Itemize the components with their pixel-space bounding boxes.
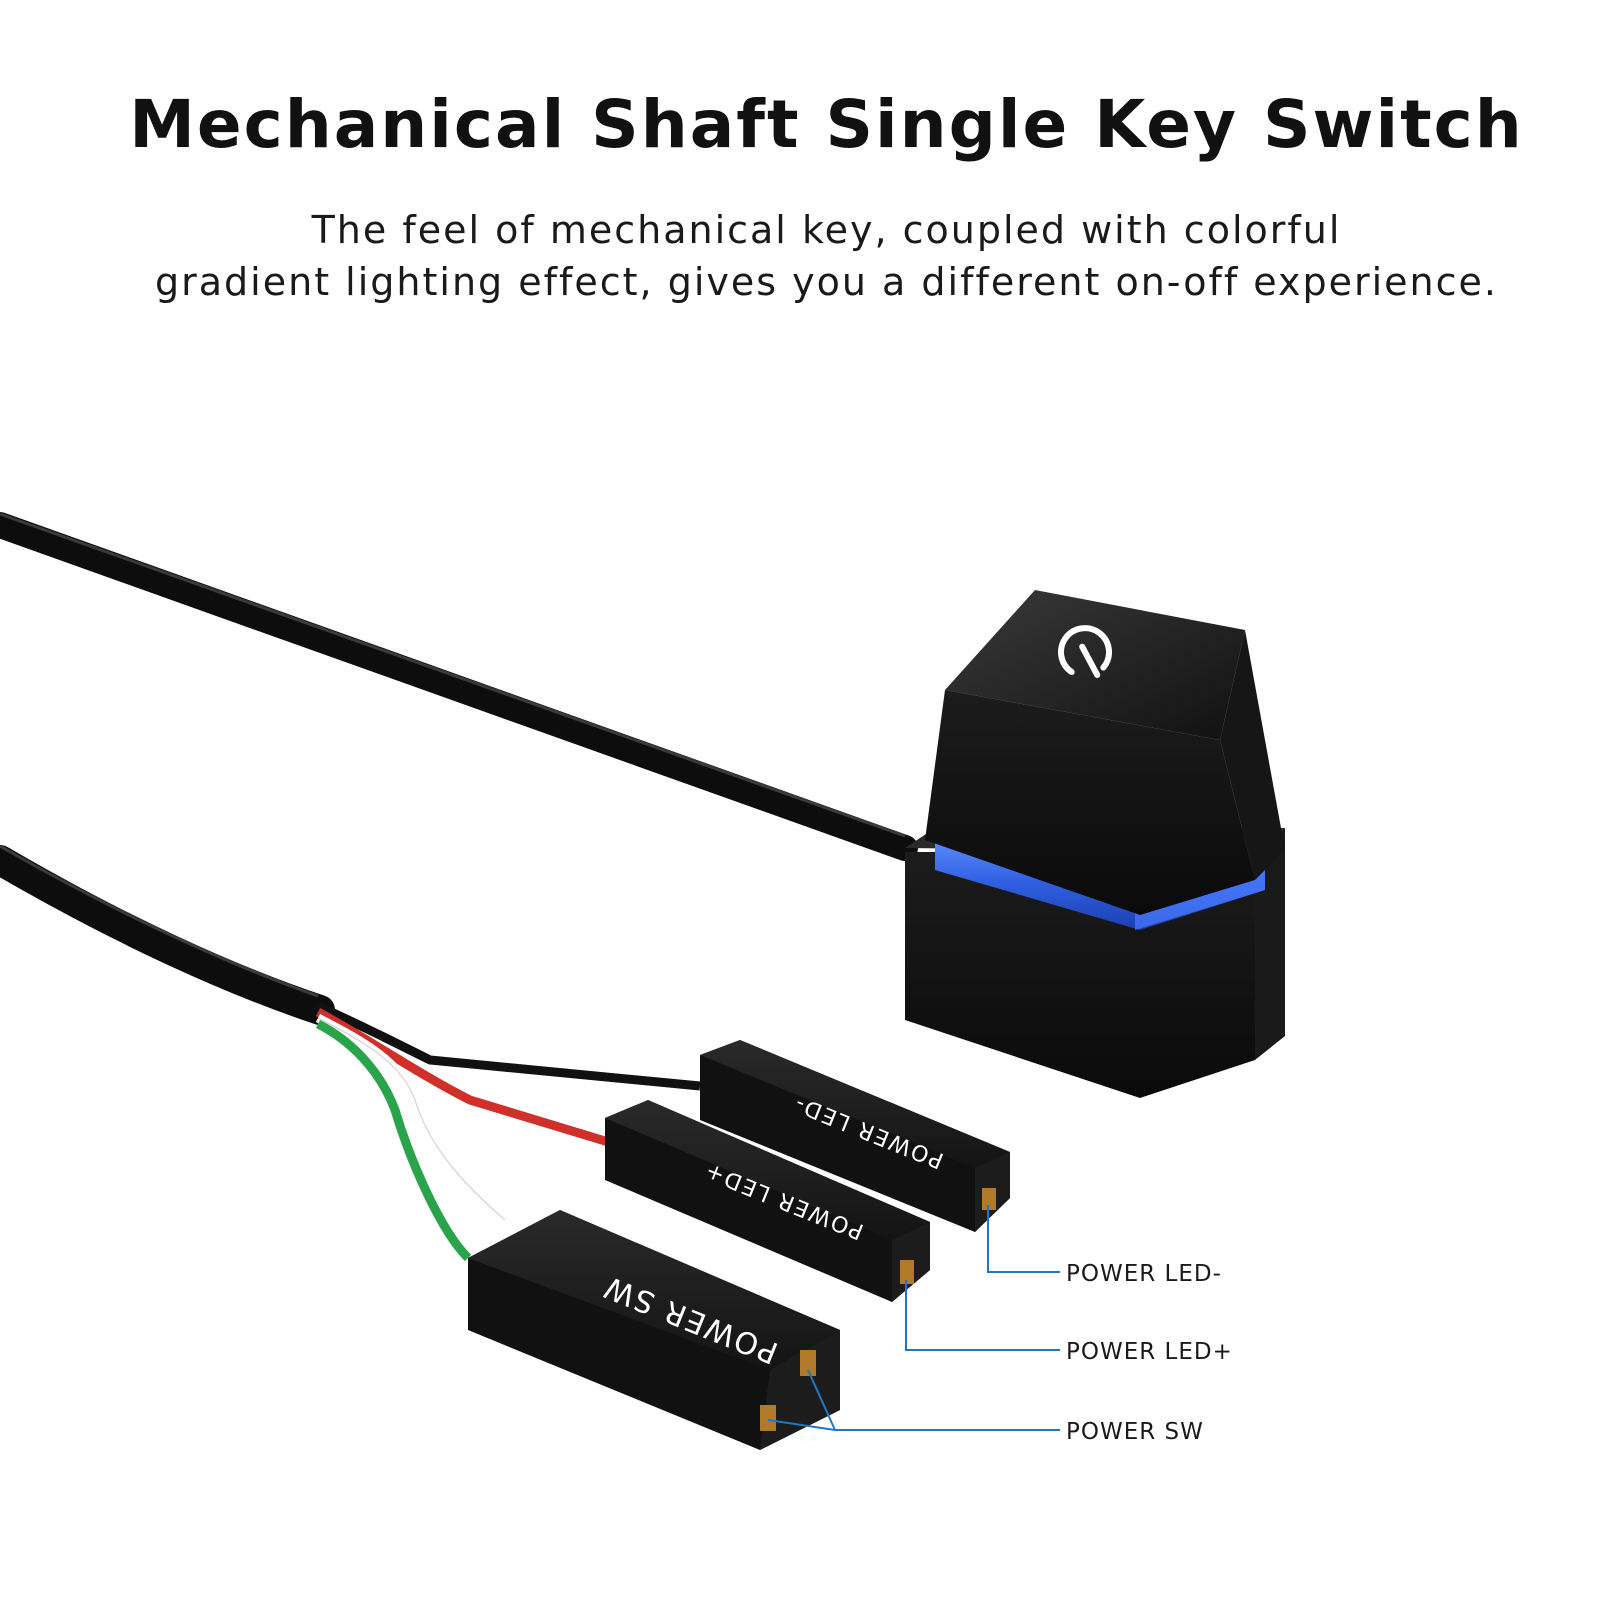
- switch-body: [905, 590, 1285, 1098]
- subtitle-line-1: The feel of mechanical key, coupled with…: [311, 208, 1342, 252]
- subtitle-line-2: gradient lighting effect, gives you a di…: [155, 260, 1498, 304]
- connector-led-minus: POWER LED-: [700, 1040, 1010, 1232]
- pin-led-minus: [982, 1188, 996, 1210]
- callout-led-minus: POWER LED-: [1066, 1261, 1222, 1287]
- power-icon: [1058, 625, 1112, 678]
- connector-led-plus: POWER LED+: [605, 1100, 930, 1302]
- callout-sw: POWER SW: [1066, 1419, 1204, 1445]
- callout-led-plus: POWER LED+: [1066, 1339, 1233, 1365]
- lower-cable: [0, 844, 335, 1025]
- wire-bundle: [315, 1001, 701, 1262]
- pin-sw-1: [800, 1350, 816, 1376]
- wire-black: [316, 1001, 701, 1091]
- wire-red: [315, 1008, 617, 1149]
- keycap: [925, 690, 1255, 915]
- pin-sw-2: [760, 1405, 776, 1431]
- pin-led-plus: [900, 1260, 914, 1284]
- connector-sw: POWER SW: [468, 1210, 840, 1450]
- callout-lines: [767, 1205, 1060, 1431]
- page-subtitle: The feel of mechanical key, coupled with…: [0, 204, 1601, 308]
- wire-green: [315, 1019, 472, 1262]
- upper-cable: [0, 512, 918, 861]
- page-title: Mechanical Shaft Single Key Switch: [129, 86, 1524, 163]
